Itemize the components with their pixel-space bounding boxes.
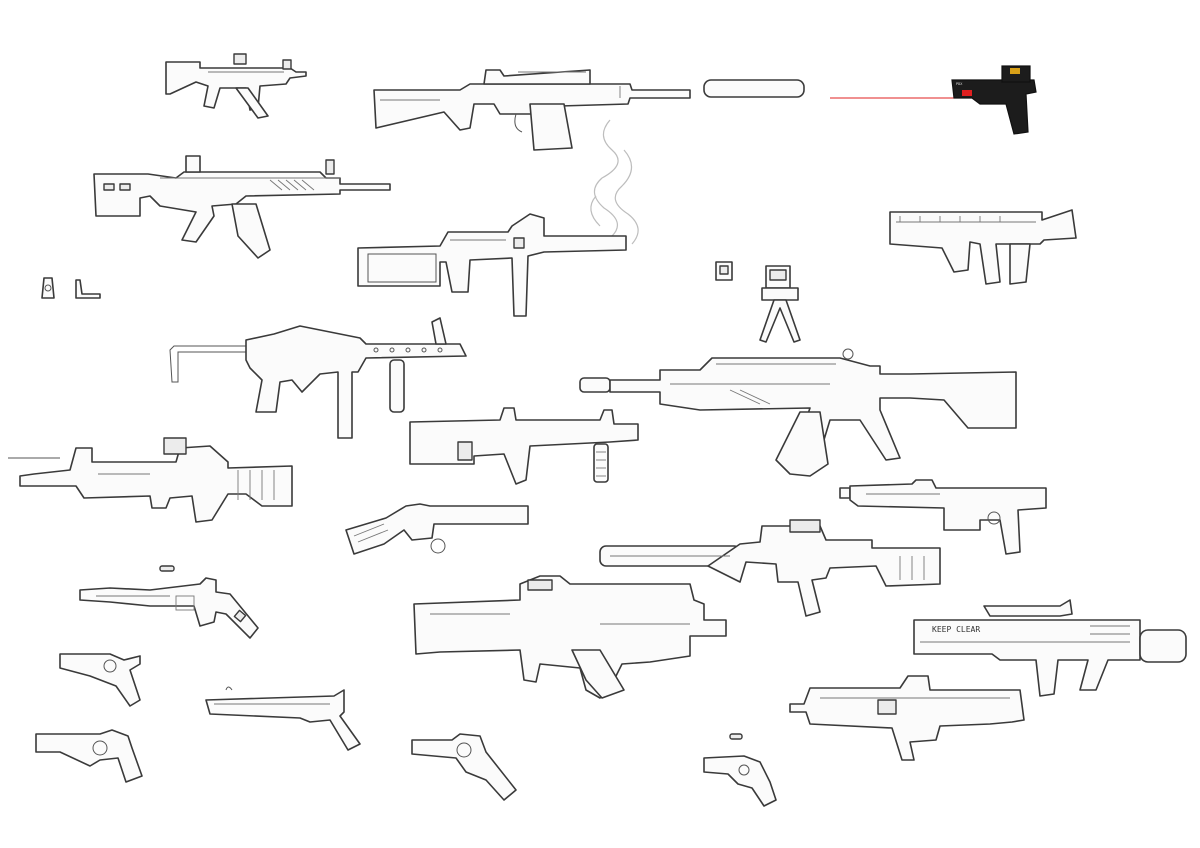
wire-stock-smg-sketch xyxy=(169,317,467,439)
heavy-assault-rifle-sketch xyxy=(579,348,1017,477)
bullpup-rifle-sketch xyxy=(889,209,1077,285)
snub-revolver-sketch-2 xyxy=(35,729,143,783)
bipod-optic-sketch xyxy=(715,261,801,343)
laser-pistol-sketch: PDX xyxy=(830,65,1037,135)
machine-pistol-sketch xyxy=(839,479,1047,555)
pistol-engraving: PDX xyxy=(956,82,963,86)
tactical-carbine-sketch xyxy=(8,437,293,523)
smoke-wisp xyxy=(590,119,639,245)
snub-revolver-sketch-1 xyxy=(59,653,141,707)
bullpup-smg-sketch xyxy=(409,407,639,485)
derringer-sketch xyxy=(703,733,777,807)
marksman-rifle-sketch xyxy=(373,69,805,151)
bullpup-assault-rifle-sketch xyxy=(413,575,727,699)
suppressed-smg-sketch xyxy=(357,213,627,317)
flare-pistol-sketch xyxy=(205,686,361,751)
snub-revolver-sketch-3 xyxy=(411,733,517,801)
keep-clear-tag: KEEP CLEAR xyxy=(932,625,980,634)
heavy-launcher-rifle-sketch: KEEP CLEAR xyxy=(913,599,1187,697)
ornate-pistol-sketch xyxy=(79,565,259,639)
compact-smg-sketch xyxy=(165,53,307,119)
assault-rifle-sketch xyxy=(93,155,391,259)
compact-carbine-sketch xyxy=(789,675,1025,761)
sight-parts-sketch xyxy=(41,277,101,299)
suppressed-carbine-sketch xyxy=(599,519,941,617)
antique-pistol-sketch xyxy=(345,503,529,555)
